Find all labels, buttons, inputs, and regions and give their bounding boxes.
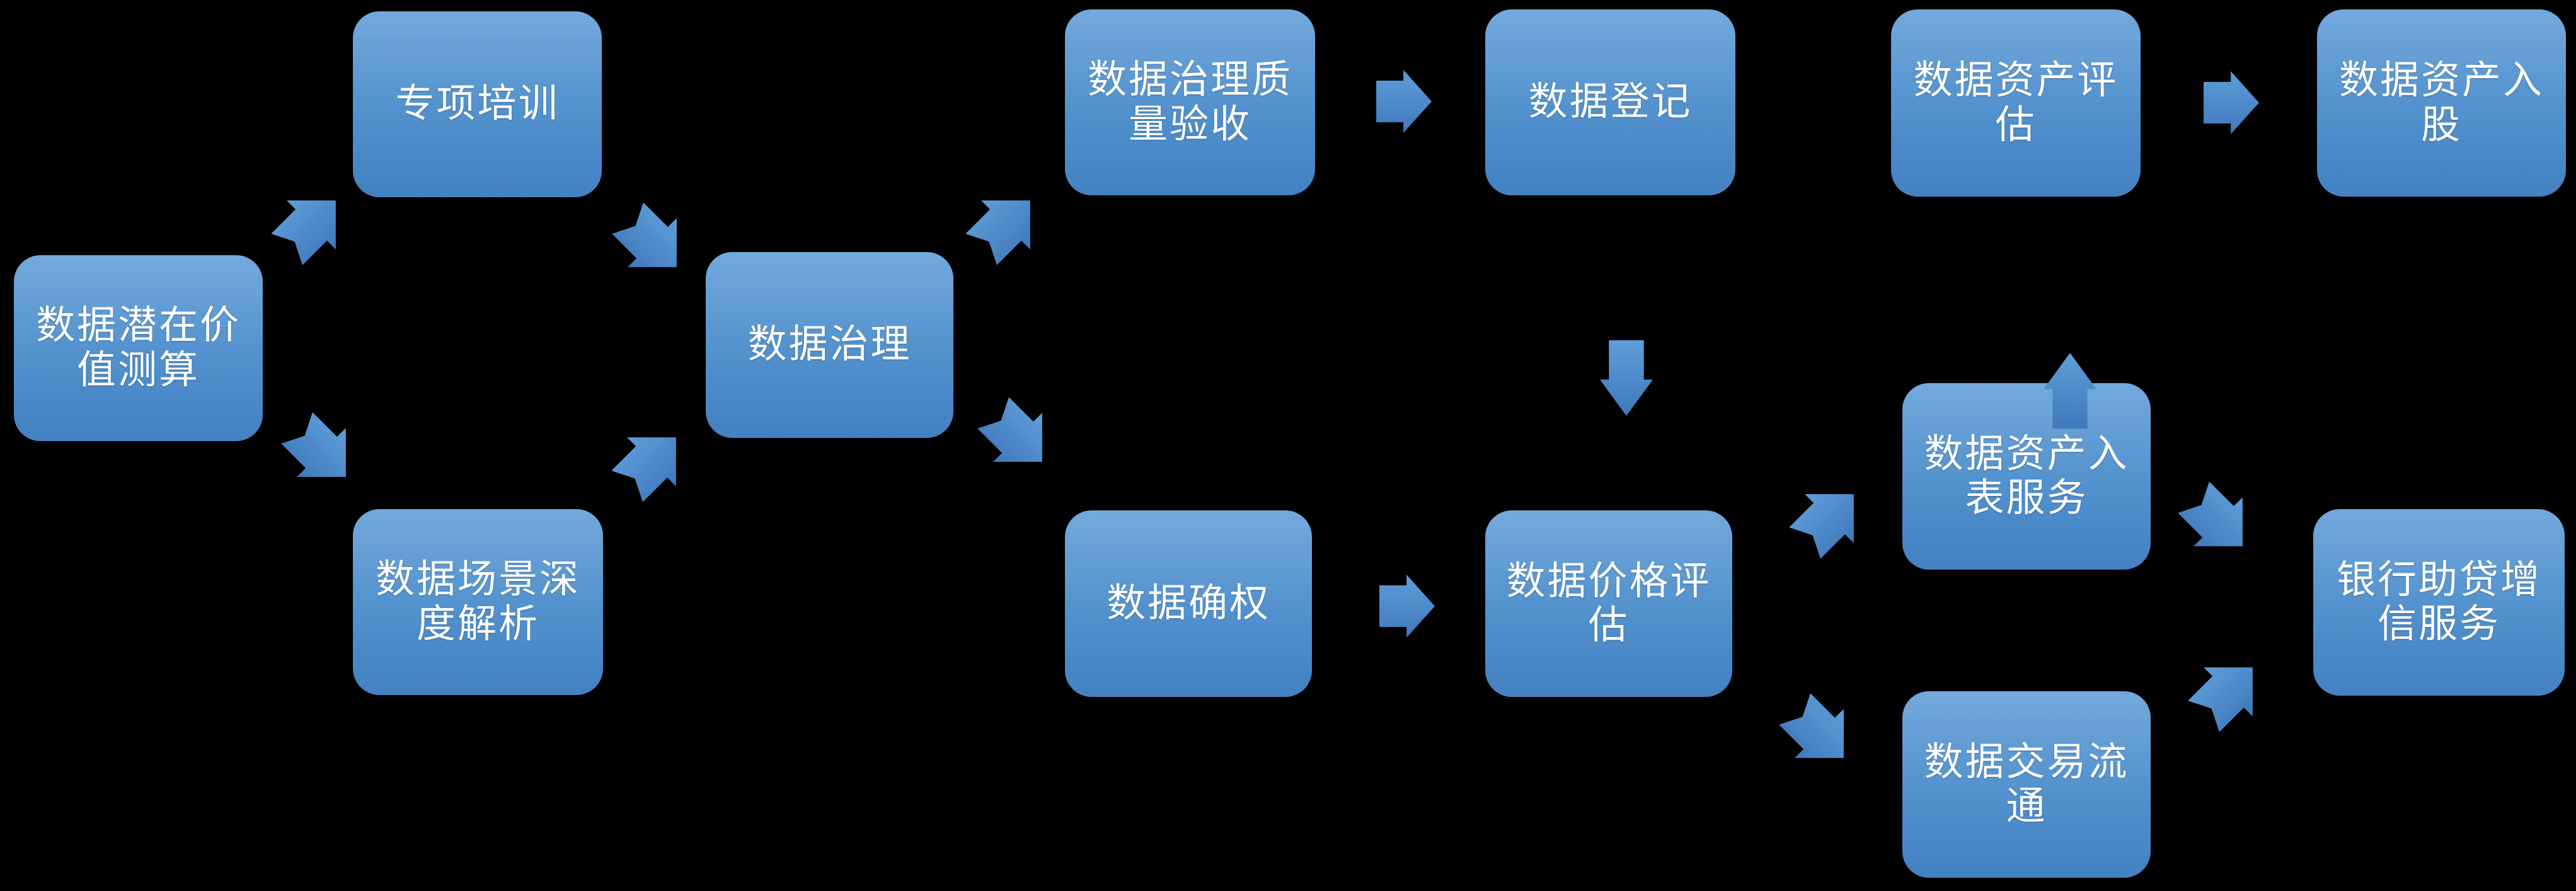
governance-quality-acceptance-box: 数据治理质 量验收 [1065, 9, 1315, 195]
node-label: 数据潜在价 值测算 [35, 304, 241, 392]
arrow-governance-to-rights-confirmation [969, 388, 1067, 486]
data-asset-valuation-box: 数据资产评 估 [1891, 9, 2141, 197]
data-registration-box: 数据登记 [1485, 9, 1735, 195]
data-scenario-analysis-box: 数据场景深 度解析 [353, 509, 603, 695]
arrow-price-evaluation-to-trading [1770, 684, 1868, 783]
data-rights-confirmation-box: 数据确权 [1065, 510, 1312, 697]
arrow-scenario-to-governance [602, 413, 701, 511]
node-label: 数据价格评 估 [1506, 559, 1711, 647]
node-label: 数据治理 [747, 323, 912, 367]
data-trading-circulation-box: 数据交易流 通 [1902, 691, 2151, 878]
node-label: 数据场景深 度解析 [375, 558, 580, 646]
arrow-rights-confirmation-to-price-evaluation [1379, 575, 1435, 638]
arrow-potential-value-to-training [262, 176, 360, 274]
special-training-box: 专项培训 [353, 11, 602, 197]
node-label: 数据资产入 股 [2338, 59, 2544, 147]
arrow-potential-value-to-scenario [272, 403, 371, 502]
node-label: 数据资产评 估 [1913, 59, 2119, 147]
arrow-registration-to-price-evaluation [1600, 340, 1653, 416]
node-label: 银行助贷增 信服务 [2336, 558, 2541, 646]
data-price-evaluation-box: 数据价格评 估 [1485, 510, 1732, 697]
arrow-asset-entry-to-bank-loan [2169, 473, 2267, 571]
arrow-training-to-governance [603, 193, 701, 292]
arrow-price-evaluation-to-asset-entry [1780, 469, 1878, 568]
data-asset-equity-box: 数据资产入 股 [2317, 9, 2566, 197]
arrow-asset-valuation-to-asset-equity [2204, 71, 2259, 134]
node-label: 数据资产入 表服务 [1924, 432, 2129, 520]
arrow-trading-to-bank-loan [2179, 643, 2277, 741]
node-label: 数据交易流 通 [1924, 740, 2129, 828]
arrow-governance-to-quality-acceptance [957, 176, 1055, 274]
data-potential-value-box: 数据潜在价 值测算 [14, 255, 263, 441]
node-label: 数据登记 [1528, 80, 1693, 124]
data-governance-box: 数据治理 [706, 252, 953, 438]
node-label: 专项培训 [395, 82, 560, 126]
data-asset-entry-service-box: 数据资产入 表服务 [1902, 383, 2151, 570]
node-label: 数据治理质 量验收 [1087, 58, 1292, 146]
arrow-quality-acceptance-to-registration [1376, 70, 1432, 133]
bank-loan-credit-enhancement-box: 银行助贷增 信服务 [2313, 509, 2565, 696]
node-label: 数据确权 [1106, 581, 1270, 625]
